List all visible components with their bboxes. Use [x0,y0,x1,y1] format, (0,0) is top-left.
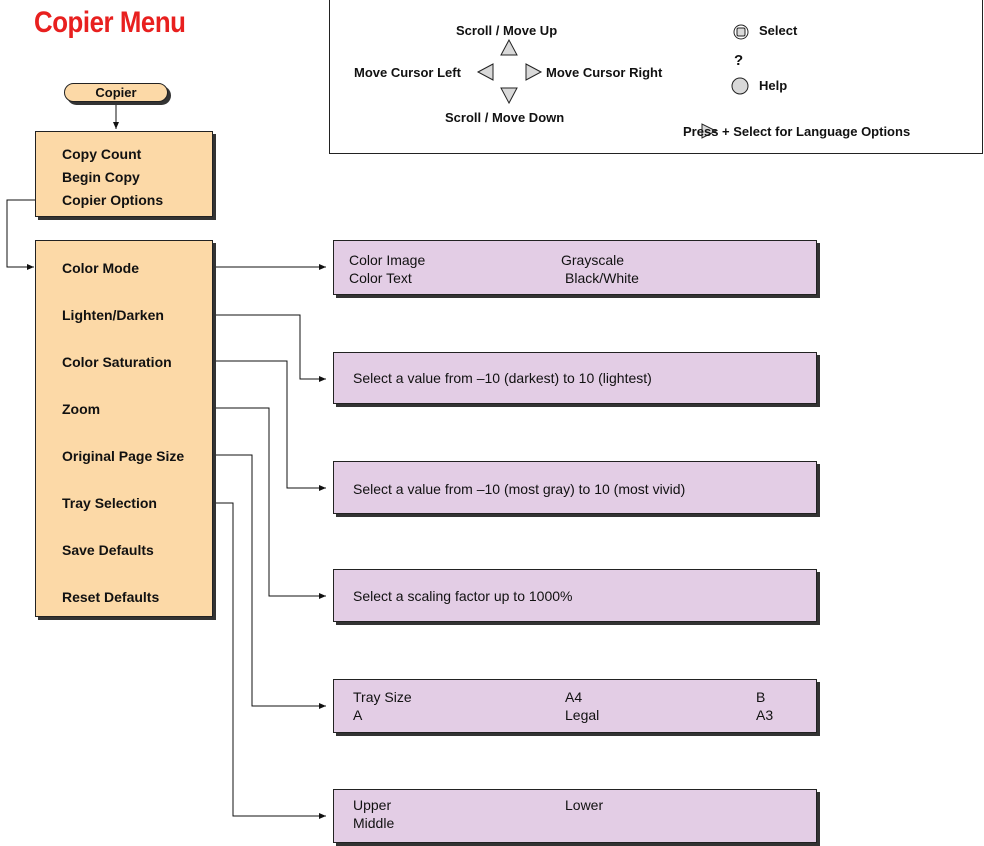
copier-options-box: Color Mode Lighten/Darken Color Saturati… [35,240,213,617]
middle-tray-option: Middle [353,815,395,831]
scroll-up-label: Scroll / Move Up [456,23,558,38]
b-option: B [756,689,766,705]
tray-selection-options-box: Upper Lower Middle [333,789,817,843]
down-arrow-icon [500,87,518,105]
option-zoom: Zoom [62,401,101,417]
copier-menu-node: Copier [64,83,168,102]
left-arrow-icon [476,63,494,81]
a4-option: A4 [565,689,583,705]
up-arrow-icon [500,38,518,56]
lighten-darken-box: Select a value from –10 (darkest) to 10 … [333,352,817,404]
legend-shapes [476,24,749,139]
color-saturation-box: Select a value from –10 (most gray) to 1… [333,461,817,514]
grayscale-option: Grayscale [561,252,625,268]
lighten-darken-arrow [216,314,326,382]
a3-option: A3 [756,707,774,723]
scroll-down-label: Scroll / Move Down [445,110,565,125]
black-white-option: Black/White [565,270,639,286]
menu-item-copy-count: Copy Count [62,146,142,162]
option-original-page-size: Original Page Size [62,448,185,464]
options-to-submenu-arrow [6,199,35,270]
color-mode-options-box: Color Image Grayscale Color Text Black/W… [333,240,817,295]
press-label: Press [683,124,719,139]
option-color-saturation: Color Saturation [62,354,172,370]
option-reset-defaults: Reset Defaults [62,589,160,605]
saturation-arrow [216,360,326,491]
lighten-darken-text: Select a value from –10 (darkest) to 10 … [353,370,652,386]
right-arrow-small-icon [701,123,718,139]
help-button-icon [731,77,749,95]
move-left-label: Move Cursor Left [354,65,461,80]
color-saturation-text: Select a value from –10 (most gray) to 1… [353,481,686,497]
tray-selection-arrow [216,502,326,819]
a-option: A [353,707,363,723]
select-button-inner-icon [736,27,746,37]
move-right-label: Move Cursor Right [546,65,663,80]
zoom-box: Select a scaling factor up to 1000% [333,569,817,622]
page-size-options-box: Tray Size A4 B A Legal A3 [333,679,817,733]
select-label: Select [759,23,798,38]
color-text-option: Color Text [349,270,412,286]
color-image-option: Color Image [349,252,426,268]
navigation-legend: Scroll / Move Up Move Cursor Left Move C… [329,0,983,154]
option-tray-selection: Tray Selection [62,495,157,511]
option-color-mode: Color Mode [62,260,139,276]
help-question-mark: ? [734,52,744,69]
tray-size-option: Tray Size [353,689,412,705]
option-save-defaults: Save Defaults [62,542,154,558]
zoom-arrow [216,407,326,599]
legal-option: Legal [565,707,600,723]
page-size-arrow [216,454,326,709]
zoom-text: Select a scaling factor up to 1000% [353,588,573,604]
menu-item-copier-options: Copier Options [62,192,164,208]
option-lighten-darken: Lighten/Darken [62,307,164,323]
right-arrow-icon [525,63,543,81]
language-options-label: + Select for Language Options [722,124,911,139]
help-label: Help [759,78,788,93]
page-title: Copier Menu [34,6,186,39]
upper-tray-option: Upper [353,797,392,813]
menu-item-begin-copy: Begin Copy [62,169,140,185]
lower-tray-option: Lower [565,797,604,813]
copier-menu-box: Copy Count Begin Copy Copier Options [35,131,213,217]
